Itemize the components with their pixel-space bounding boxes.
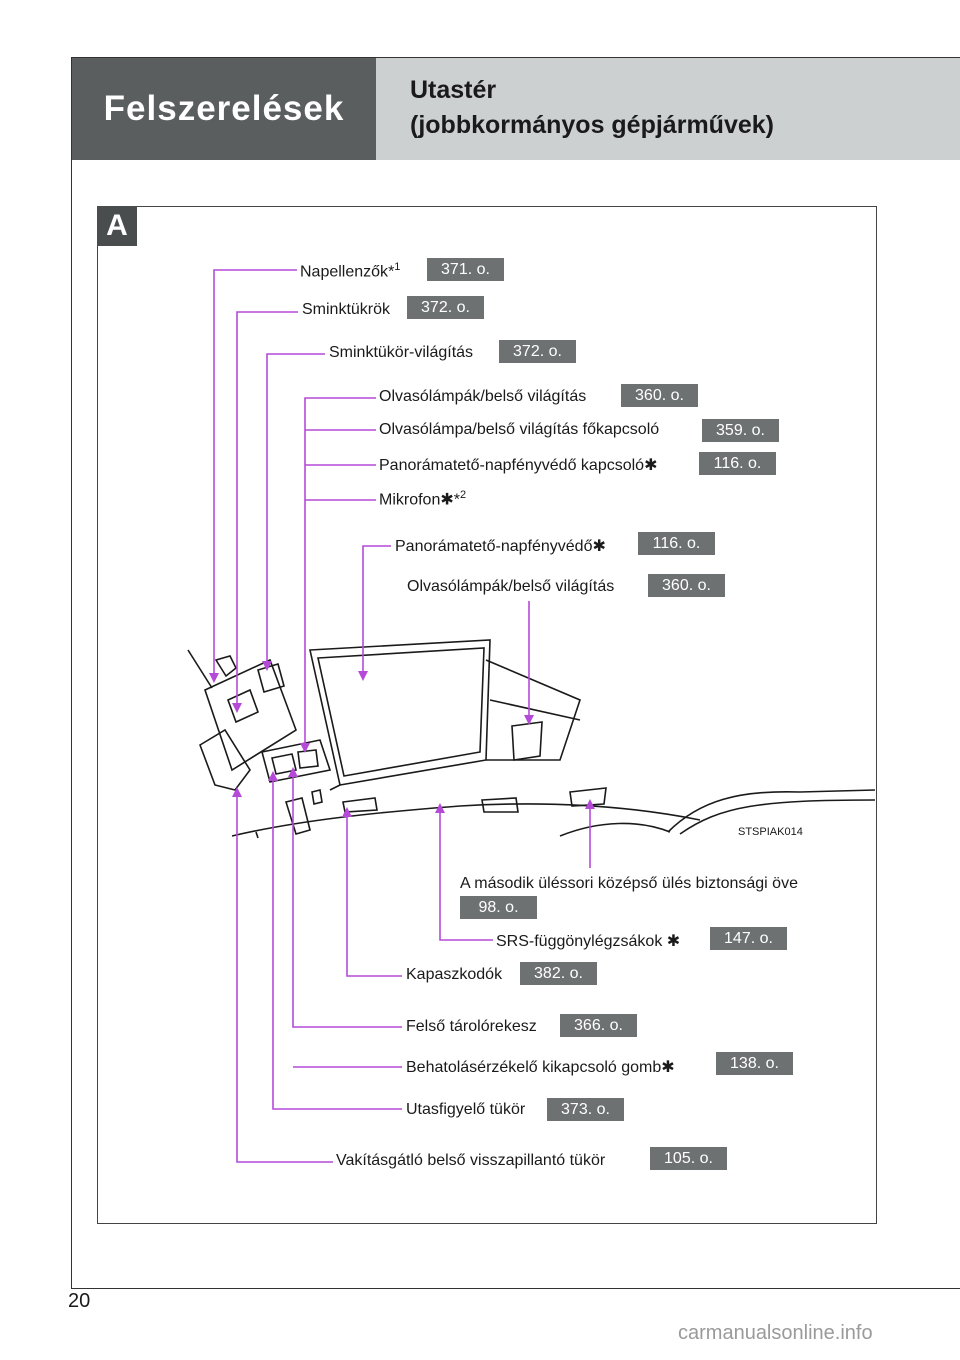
section-header: Felszerelések (72, 58, 376, 160)
page-ref-vanity-mirrors[interactable]: 372. o. (407, 296, 484, 319)
label-assist-grips: Kapaszkodók (406, 966, 503, 983)
label-vanity-lights: Sminktükör-világítás (329, 344, 474, 361)
frame-bottom-rule (71, 1288, 960, 1289)
page-ref-sunshade[interactable]: 116. o. (638, 532, 715, 555)
page-ref-reading-lights[interactable]: 360. o. (621, 384, 698, 407)
page-number: 20 (68, 1290, 91, 1312)
page-ref-sun-visors[interactable]: 371. o. (427, 258, 504, 281)
page-ref-rearview-mirror[interactable]: 105. o. (650, 1147, 727, 1170)
page-ref-assist-grips[interactable]: 382. o. (520, 962, 597, 985)
label-main-switch: Olvasólámpa/belső világítás főkapcsoló (379, 421, 660, 438)
label-reading-lights-rear: Olvasólámpák/belső világítás (407, 578, 615, 595)
label-vanity-mirrors: Sminktükrök (302, 301, 391, 318)
car-ceiling-drawing (187, 639, 876, 839)
label-microphone: Mikrofon✱*2 (379, 489, 467, 509)
page-ref-intrusion-sensor-button[interactable]: 138. o. (716, 1052, 793, 1075)
page-ref-overhead-console[interactable]: 366. o. (560, 1014, 637, 1037)
page-header: Utastér (jobbkormányos gépjárművek) (376, 58, 960, 160)
label-rearview-mirror: Vakításgátló belső visszapillantó tükör (336, 1152, 606, 1169)
page-ref-curtain-airbags[interactable]: 147. o. (710, 927, 787, 950)
page-title-line2: (jobbkormányos gépjárművek) (410, 111, 774, 139)
section-title: Felszerelések (103, 89, 345, 128)
page-title-line1: Utastér (410, 76, 497, 104)
label-sunshade: Panorámatető-napfényvédő✱ (395, 538, 606, 555)
section-letter: A (97, 206, 137, 246)
label-curtain-airbags: SRS-függönylégzsákok ✱ (496, 933, 681, 950)
label-sunshade-switch: Panorámatető-napfényvédő kapcsoló✱ (379, 457, 658, 474)
diagram-box (97, 206, 877, 1224)
watermark: carmanualsonline.info (678, 1322, 873, 1344)
page-ref-center-seatbelt[interactable]: 98. o. (460, 896, 537, 919)
page-ref-main-switch[interactable]: 359. o. (702, 419, 779, 442)
diagram-code: STSPIAK014 (738, 826, 803, 838)
page-ref-vanity-lights[interactable]: 372. o. (499, 340, 576, 363)
leader-lines (209, 269, 595, 1163)
label-conversation-mirror: Utasfigyelő tükör (406, 1101, 526, 1118)
label-reading-lights: Olvasólámpák/belső világítás (379, 388, 587, 405)
label-intrusion-sensor-button: Behatolásérzékelő kikapcsoló gomb✱ (406, 1059, 675, 1076)
label-center-seatbelt: A második üléssori középső ülés biztonsá… (460, 875, 798, 892)
frame-left-rule (71, 57, 72, 1289)
label-sun-visors: Napellenzők*1 (300, 261, 401, 281)
label-overhead-console: Felső tárolórekesz (406, 1018, 537, 1035)
page-ref-sunshade-switch[interactable]: 116. o. (699, 452, 776, 475)
page-ref-reading-lights-rear[interactable]: 360. o. (648, 574, 725, 597)
frame-top-rule (71, 57, 960, 58)
page-ref-conversation-mirror[interactable]: 373. o. (547, 1098, 624, 1121)
